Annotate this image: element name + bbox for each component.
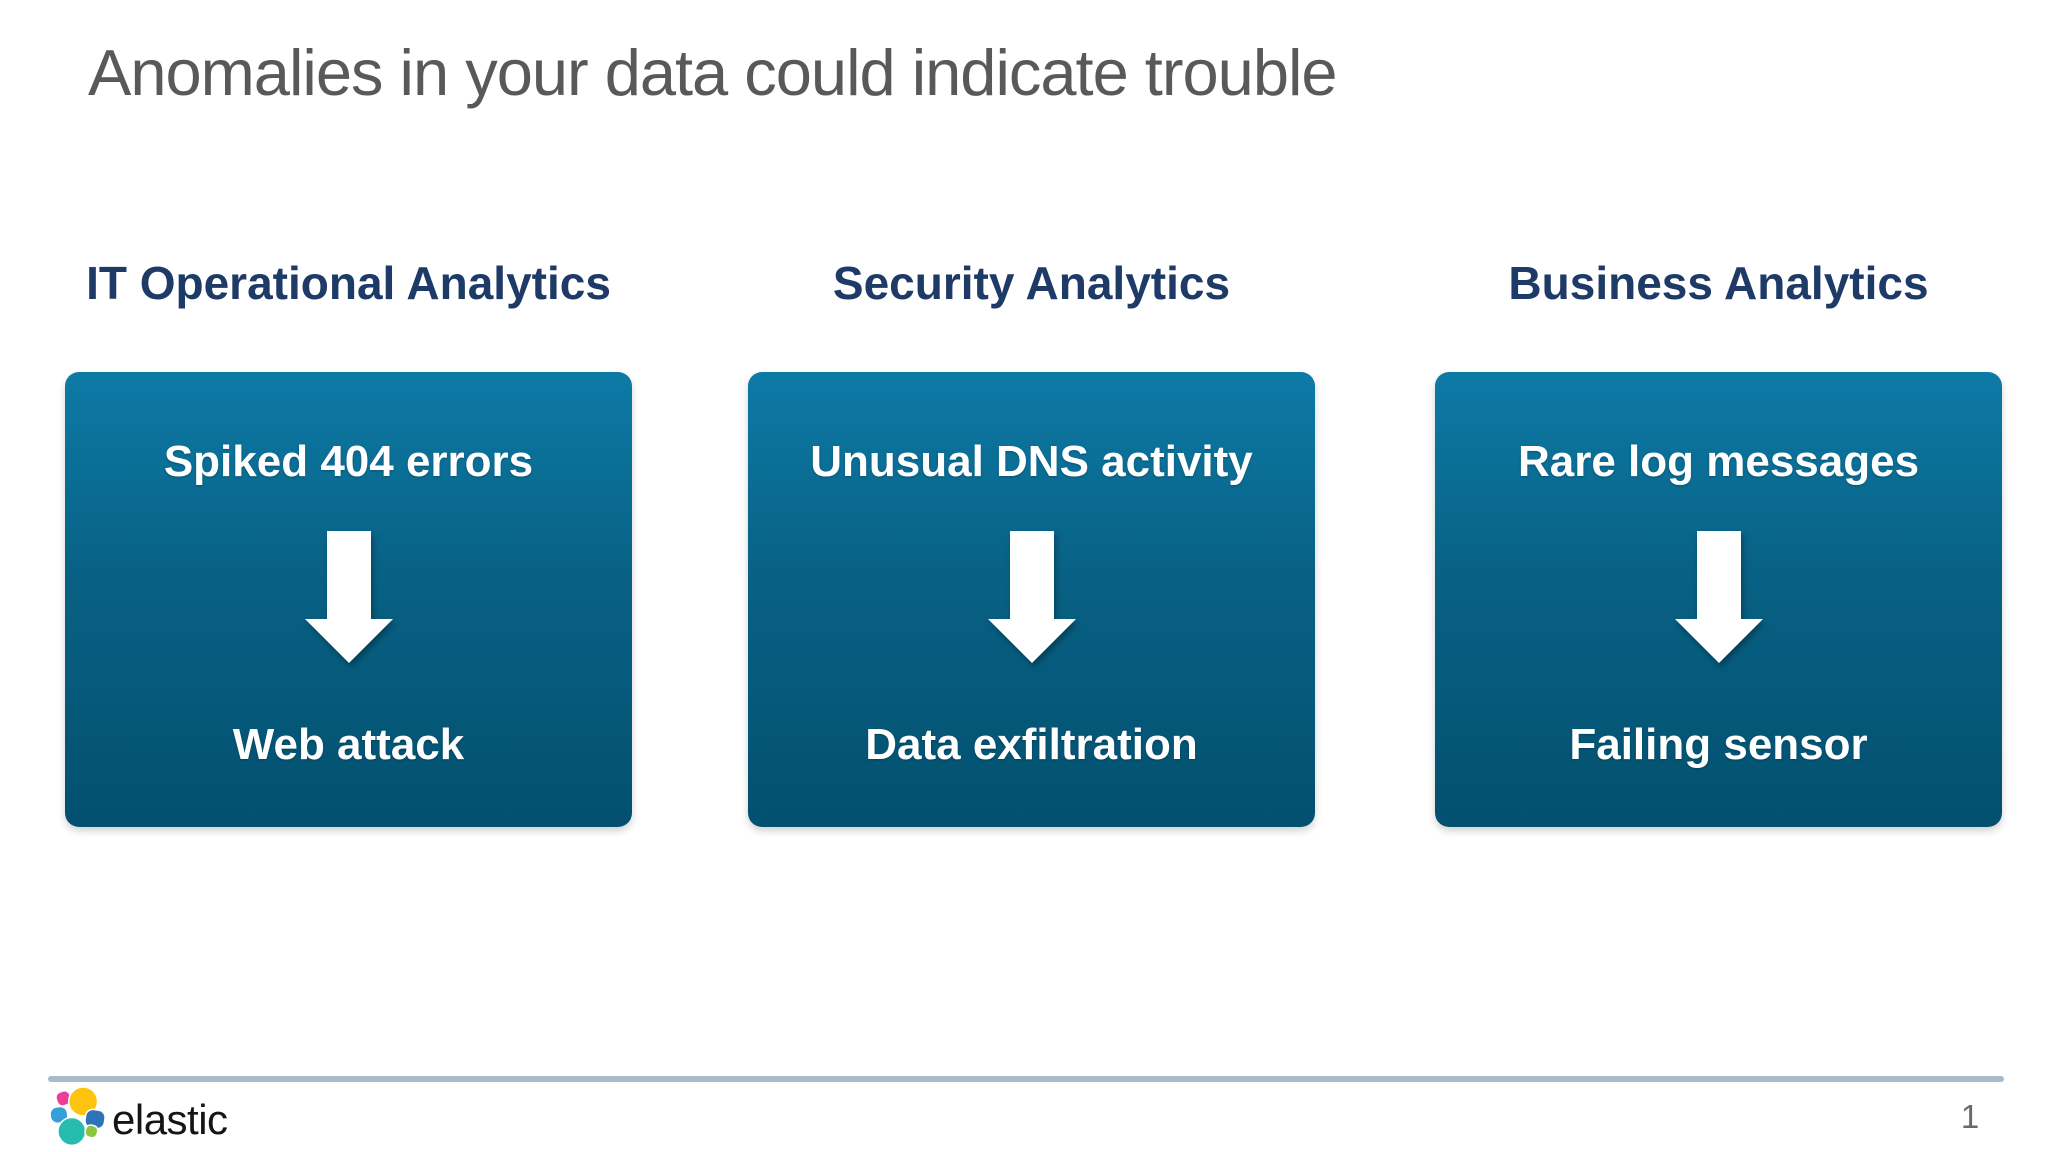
card-effect-label: Failing sensor bbox=[1569, 719, 1868, 769]
card-security: Unusual DNS activity Data exfiltration bbox=[748, 372, 1315, 827]
card-cause-label: Spiked 404 errors bbox=[163, 437, 534, 486]
column-header-business: Business Analytics bbox=[1508, 257, 1929, 309]
card-effect-label: Web attack bbox=[232, 719, 465, 769]
page-number: 1 bbox=[1960, 1098, 1980, 1135]
footer-divider bbox=[48, 1076, 2004, 1082]
down-arrow-icon bbox=[1674, 530, 1763, 663]
down-arrow-icon bbox=[304, 530, 393, 663]
brand-wordmark: elastic bbox=[112, 1096, 228, 1143]
column-header-security: Security Analytics bbox=[832, 257, 1231, 309]
elastic-logo-icon bbox=[46, 1086, 110, 1150]
card-it-operational: Spiked 404 errors Web attack bbox=[65, 372, 632, 827]
column-header-it-operational: IT Operational Analytics bbox=[86, 257, 611, 309]
card-business: Rare log messages Failing sensor bbox=[1435, 372, 2002, 827]
card-cause-label: Unusual DNS activity bbox=[810, 437, 1253, 486]
card-cause-label: Rare log messages bbox=[1517, 437, 1920, 486]
card-effect-label: Data exfiltration bbox=[865, 719, 1198, 769]
page-title: Anomalies in your data could indicate tr… bbox=[88, 36, 1338, 109]
down-arrow-icon bbox=[987, 530, 1076, 663]
